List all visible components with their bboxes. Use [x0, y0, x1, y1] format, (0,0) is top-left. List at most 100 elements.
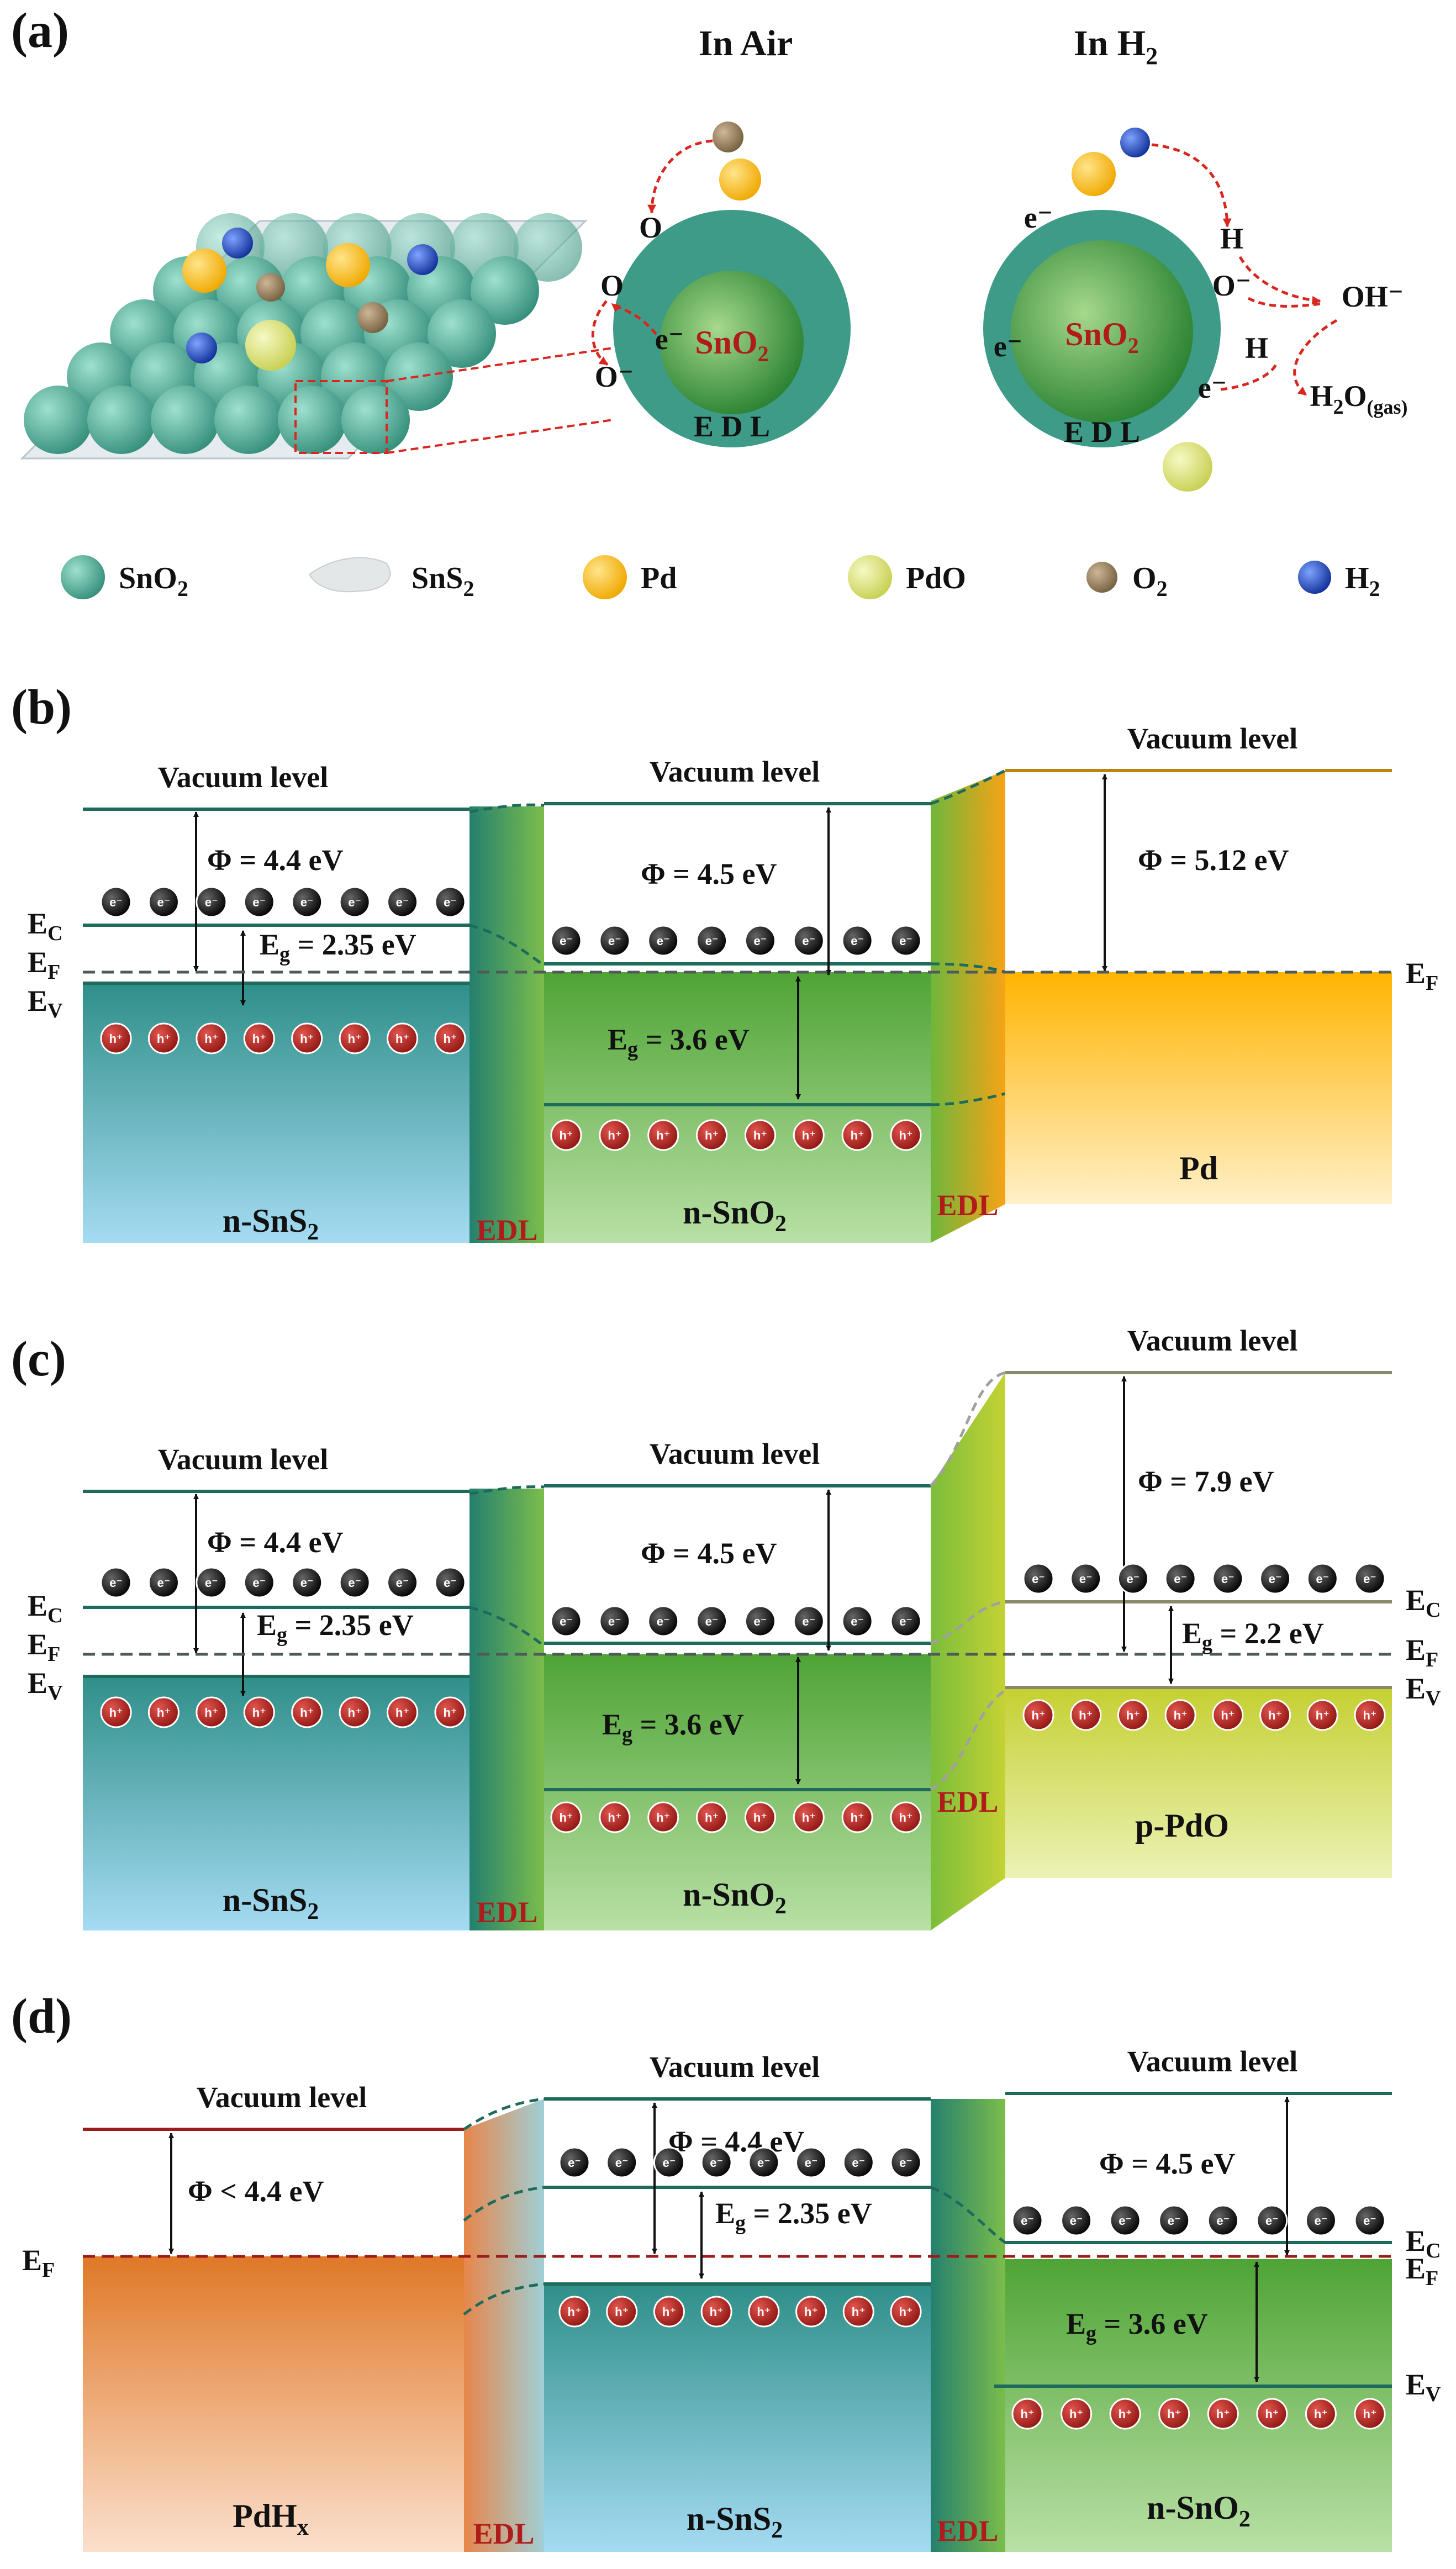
hole-charge-label: h⁺	[899, 1811, 912, 1824]
legend-label: Pd	[641, 561, 677, 595]
hole-icon	[339, 1022, 371, 1054]
sno2-sphere	[471, 256, 539, 325]
hole-charge-label: h⁺	[252, 1706, 266, 1719]
band-gap-label: Eg = 3.6 eV	[608, 1023, 750, 1061]
electron-charge-label: e⁻	[1021, 2214, 1034, 2228]
hole-icon	[243, 1696, 275, 1728]
work-function-label: Φ = 5.12 eV	[1138, 843, 1289, 877]
electron-release-arrow	[1220, 363, 1278, 391]
electron-icon	[748, 2146, 780, 2178]
hole-icon	[599, 1119, 631, 1151]
electron-icon	[744, 925, 776, 957]
ec-label: EC	[28, 907, 62, 945]
in-air-particle: In Air SnO2 E D L O O e⁻ O⁻	[591, 23, 851, 447]
hole-charge-label: h⁺	[252, 1032, 266, 1046]
hole-charge-label: h⁺	[559, 1811, 573, 1824]
electron-charge-label: e⁻	[1174, 1572, 1187, 1586]
sno2-sphere	[214, 386, 283, 454]
water-release-arrow	[1293, 319, 1338, 396]
hole-charge-label: h⁺	[1316, 1708, 1330, 1722]
hole-icon	[841, 1119, 873, 1151]
edl-label: EDL	[476, 1214, 537, 1247]
electron-icon	[890, 925, 922, 957]
electron-icon	[842, 2146, 874, 2178]
edl-interface	[931, 2099, 1005, 2552]
h2-molecule	[222, 228, 253, 259]
hole-charge-label: h⁺	[395, 1032, 409, 1046]
electron-charge-label: e⁻	[899, 934, 912, 948]
electron-icon	[1354, 2204, 1386, 2236]
ef-label: EF	[1406, 957, 1438, 995]
hole-charge-label: h⁺	[567, 2305, 581, 2319]
sno2-block	[544, 1654, 931, 1930]
electron-charge-label: e⁻	[705, 934, 719, 948]
sno2-sphere	[24, 386, 92, 454]
electron-row: e⁻e⁻e⁻e⁻e⁻e⁻e⁻e⁻	[1011, 2204, 1386, 2236]
hole-icon	[196, 1022, 228, 1054]
hole-charge-label: h⁺	[802, 1128, 816, 1142]
material-label-sno2: n-SnO2	[1147, 2489, 1251, 2532]
hole-charge-label: h⁺	[1314, 2407, 1328, 2421]
electron-icon	[599, 925, 631, 957]
ef-label: EF	[22, 2244, 55, 2282]
hole-charge-label: h⁺	[710, 2305, 724, 2319]
h2-molecule	[407, 244, 438, 275]
material-label-sns2: n-SnS2	[223, 1202, 319, 1245]
hole-charge-label: h⁺	[1020, 2407, 1034, 2421]
edl-label: EDL	[473, 2517, 534, 2550]
legend-label: O2	[1132, 561, 1168, 601]
electron-icon	[1306, 1563, 1338, 1595]
electron-icon	[1259, 1563, 1291, 1595]
hole-charge-label: h⁺	[109, 1032, 123, 1046]
edl-label: E D L	[1064, 415, 1140, 449]
sno2-sphere-icon	[61, 555, 105, 599]
electron-icon	[550, 925, 582, 957]
hole-icon	[339, 1696, 371, 1728]
band-bending-curve	[930, 1371, 1006, 1487]
electron-icon	[339, 886, 371, 918]
electron-charge-label: e⁻	[757, 2156, 771, 2170]
sno2-sphere	[278, 386, 346, 454]
electron-icon	[841, 925, 873, 957]
h2o-gas-label: H2O(gas)	[1310, 379, 1407, 419]
vacuum-level-label: Vacuum level	[650, 755, 820, 788]
electron-icon	[1256, 2204, 1288, 2236]
pd-particle	[719, 159, 761, 201]
electron-icon	[647, 1605, 679, 1637]
vacuum-level-label: Vacuum level	[158, 1443, 329, 1476]
electron-icon	[1109, 2204, 1141, 2236]
hole-charge-label: h⁺	[1221, 1708, 1235, 1722]
hole-charge-label: h⁺	[804, 2305, 818, 2319]
edl-interface	[469, 806, 544, 1243]
hole-row: h⁺h⁺h⁺h⁺h⁺h⁺h⁺h⁺	[550, 1119, 922, 1151]
ef-label: EF	[28, 946, 60, 984]
pd-particle	[326, 243, 370, 287]
sno2-sphere	[514, 213, 582, 282]
electron-label: e⁻	[655, 323, 684, 356]
work-function-label: Φ = 4.5 eV	[641, 857, 777, 890]
hole-charge-label: h⁺	[656, 1811, 670, 1824]
band-bending-curve	[930, 1689, 1006, 1791]
band-bending-curve	[930, 1600, 1006, 1645]
electron-charge-label: e⁻	[608, 934, 621, 948]
hole-icon	[890, 1119, 922, 1151]
sno2-core	[1011, 240, 1193, 423]
electron-charge-label: e⁻	[615, 2156, 629, 2170]
ev-label: EV	[1406, 1672, 1441, 1710]
electron-charge-label: e⁻	[899, 2156, 912, 2170]
electron-charge-label: e⁻	[1070, 2214, 1083, 2228]
work-function-label: Φ = 4.4 eV	[668, 2125, 805, 2158]
electron-icon	[841, 1605, 873, 1637]
electron-icon	[147, 1566, 180, 1599]
hole-charge-label: h⁺	[1216, 2407, 1230, 2421]
ev-label: EV	[28, 1666, 63, 1705]
o-minus-label: O⁻	[1212, 269, 1252, 302]
electron-icon	[291, 1566, 323, 1599]
hole-icon	[434, 1022, 466, 1054]
material-label-pd: Pd	[1179, 1150, 1218, 1186]
sno2-core-label: SnO2	[1065, 316, 1138, 358]
pd-block	[1005, 972, 1392, 1204]
electron-icon	[890, 2146, 922, 2178]
hole-row: h⁺h⁺h⁺h⁺h⁺h⁺h⁺h⁺	[100, 1022, 466, 1054]
hole-icon	[1306, 1699, 1338, 1731]
